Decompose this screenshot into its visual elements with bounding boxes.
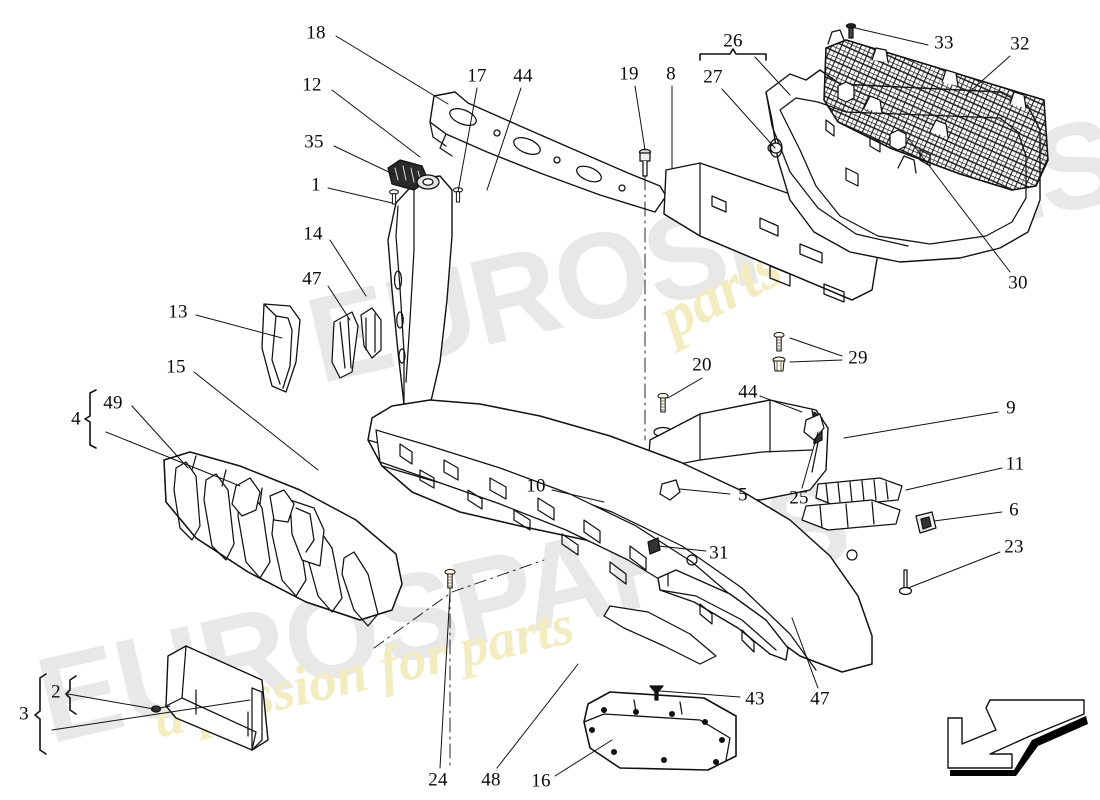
part-25-clip	[803, 413, 825, 441]
part-29-fasteners	[772, 331, 786, 372]
part-5-clip	[659, 479, 681, 501]
part-8-beam	[663, 162, 881, 303]
bracket-3	[34, 673, 47, 755]
part-15-grille-bracket	[231, 477, 325, 567]
centerline-diag	[373, 559, 545, 649]
shell-hole-a	[686, 554, 698, 566]
part-47-left-trim	[331, 311, 359, 379]
part-43-pin	[649, 685, 664, 701]
leader-lines	[51, 26, 1011, 777]
group-brackets	[34, 48, 767, 755]
part-18-upper-crossmember	[429, 91, 667, 213]
part-20-bolt	[657, 392, 669, 413]
part-fog-opening	[603, 605, 717, 665]
part-47-fog-trim	[657, 569, 789, 661]
part-17-grommet	[416, 174, 440, 190]
part-23-screw	[898, 569, 913, 596]
part-31-clip	[647, 537, 661, 555]
part-14-bracket	[360, 307, 382, 359]
part-19-bolt	[638, 148, 652, 177]
bracket-26	[699, 48, 767, 61]
part-11-side-insert	[801, 477, 903, 531]
direction-arrow	[947, 699, 1088, 776]
part-24-screw	[444, 568, 456, 589]
part-49-front-grille	[163, 451, 403, 627]
part-3-plate-holder	[165, 645, 269, 751]
bracket-4	[84, 389, 97, 449]
part-13-air-duct	[261, 303, 301, 393]
part-1-left-support	[387, 175, 453, 415]
part-16-lower-cover	[583, 691, 737, 771]
part-32-mesh-grille	[823, 29, 1049, 191]
part-6-square-clip	[915, 511, 937, 534]
part-33-screw	[845, 23, 857, 39]
shell-hole-b	[846, 549, 858, 561]
bracket-2	[65, 675, 77, 715]
